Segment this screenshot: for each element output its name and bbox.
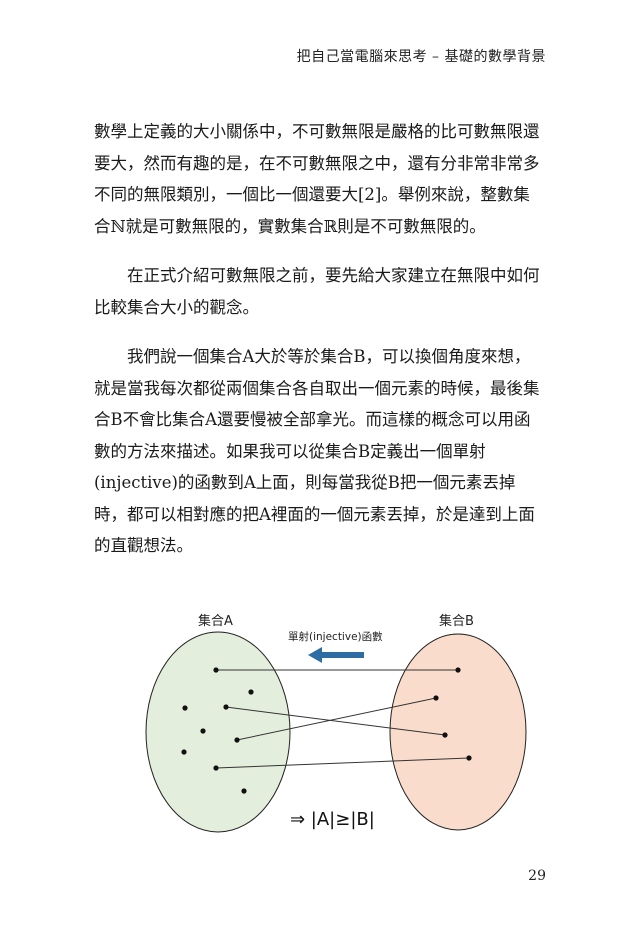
mapping-lines xyxy=(215,669,470,769)
set-a-points xyxy=(181,667,254,794)
set-a-ellipse xyxy=(145,631,291,833)
mapping-direction-arrow xyxy=(308,647,364,663)
set-a-label: 集合A xyxy=(198,613,233,629)
paragraph-2: 在正式介紹可數無限之前，要先給大家建立在無限中如何比較集合大小的觀念。 xyxy=(94,266,540,317)
conclusion-text: ⇒ |A|≥|B| xyxy=(290,809,375,830)
paragraph-3: 我們說一個集合A大於等於集合B，可以換個角度來想，就是當我每次都從兩個集合各自取… xyxy=(94,347,540,555)
set-b-label: 集合B xyxy=(439,613,474,629)
set-b-ellipse xyxy=(389,633,527,831)
paragraph-1: 數學上定義的大小關係中，不可數無限是嚴格的比可數無限還要大，然而有趣的是，在不可… xyxy=(94,122,540,236)
running-header: 把自己當電腦來思考 – 基礎的數學背景 xyxy=(296,49,546,65)
body-text: 數學上定義的大小關係中，不可數無限是嚴格的比可數無限還要大，然而有趣的是，在不可… xyxy=(94,116,546,580)
arrow-label: 單射(injective)函數 xyxy=(288,630,383,643)
set-b-points xyxy=(433,667,472,761)
injective-function-diagram: 集合A 集合B 單射(injective)函數 xyxy=(140,600,530,840)
page-number: 29 xyxy=(528,868,546,884)
